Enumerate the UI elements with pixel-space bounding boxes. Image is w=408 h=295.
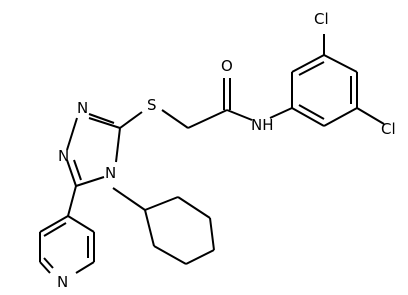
pyridine-n-label: N — [57, 273, 68, 291]
triazole-n2-label: N — [77, 99, 88, 117]
chlorine-top-label: Cl — [314, 10, 329, 28]
triazole-n4-label: N — [105, 164, 116, 182]
amide-nh-label: NH — [251, 116, 274, 134]
bond-ar6-ar1-outer — [291, 107, 325, 127]
triazole-n1-label: N — [58, 147, 69, 165]
bond-cy3-cy4 — [209, 217, 215, 251]
bond-n1-c5-inner — [73, 159, 82, 181]
bond-ar2-ar3-outer — [291, 54, 325, 73]
bond-ar2-ar3-inner — [298, 61, 325, 76]
sulfur-label: S — [147, 96, 157, 114]
bonds — [39, 34, 385, 274]
bond-c3-n2-outer — [88, 117, 121, 129]
bond-n2-n1 — [66, 117, 78, 151]
bond-ar5-ar6 — [323, 107, 358, 127]
bond-c3-n2-inner — [88, 113, 115, 124]
bond-n1-c5-outer — [66, 159, 77, 187]
atom-labels: O S NH Cl Cl N N N N — [57, 10, 396, 291]
bond-ch2-co — [187, 109, 228, 129]
bond-py3-n-outer — [39, 261, 51, 274]
bond-ar6-ar1-inner — [298, 104, 325, 120]
bond-ar3-ar4 — [323, 54, 358, 73]
bond-py3-n-inner — [43, 257, 54, 269]
oxygen-label: O — [221, 57, 233, 75]
bond-n4-cy1 — [112, 187, 146, 211]
bond-n4-c3 — [115, 127, 121, 163]
bond-cy4-cy5 — [185, 249, 215, 265]
bond-n-py5 — [75, 261, 95, 274]
bond-c3-s — [119, 111, 143, 129]
bond-cy5-cy6 — [153, 245, 187, 265]
bond-py1-py2-inner — [43, 222, 67, 237]
bond-cy2-cy3 — [177, 196, 211, 219]
bond-py1-py2-outer — [39, 215, 69, 233]
bond-c5-n4 — [75, 176, 105, 187]
bond-cy1-cy2 — [144, 196, 179, 211]
bond-c5-py1 — [67, 185, 77, 217]
bond-nh-ar — [269, 107, 293, 119]
bond-cy6-cy1 — [144, 209, 155, 247]
bond-s-ch2 — [161, 109, 189, 129]
bond-py6-py1 — [67, 215, 95, 233]
bond-ar5-cl — [356, 107, 385, 125]
chlorine-right-label: Cl — [381, 120, 396, 138]
bond-co-nh — [226, 109, 253, 121]
